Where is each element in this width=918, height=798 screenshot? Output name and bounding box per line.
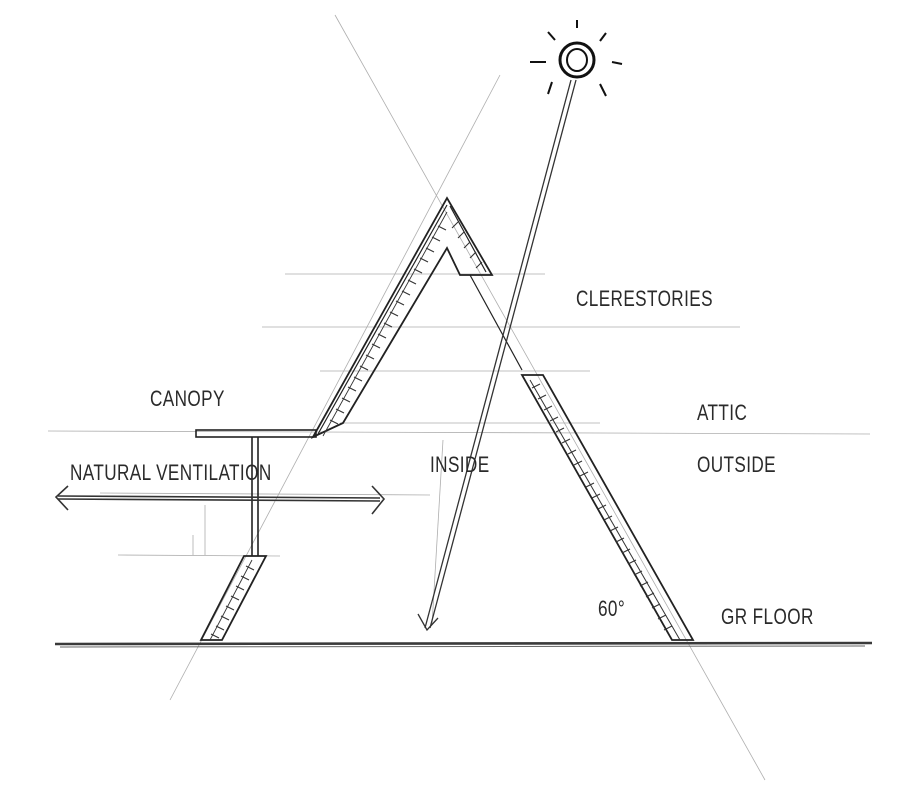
roof-right-hatching (531, 383, 673, 631)
label-inside: INSIDE (430, 452, 490, 477)
label-outside: OUTSIDE (697, 452, 777, 477)
roof-left-hatching (329, 221, 483, 425)
roof-left-wall (310, 196, 494, 439)
lower-left-wall-hatching (210, 565, 255, 639)
sun-ray-arrow (417, 79, 577, 632)
ground-line (54, 641, 873, 648)
lower-left-wall (199, 555, 268, 641)
label-natural-ventilation: NATURAL VENTILATION (70, 460, 272, 485)
label-attic: ATTIC (697, 400, 748, 425)
roof-right-wall (469, 274, 695, 641)
construction-lines (47, 14, 871, 781)
label-clerestories: CLERESTORIES (576, 286, 713, 311)
sun-icon (530, 20, 623, 97)
label-angle: 60° (598, 596, 626, 621)
label-canopy: CANOPY (150, 386, 225, 411)
label-gr-floor: GR FLOOR (721, 604, 814, 629)
ventilation-arrow (54, 485, 386, 515)
